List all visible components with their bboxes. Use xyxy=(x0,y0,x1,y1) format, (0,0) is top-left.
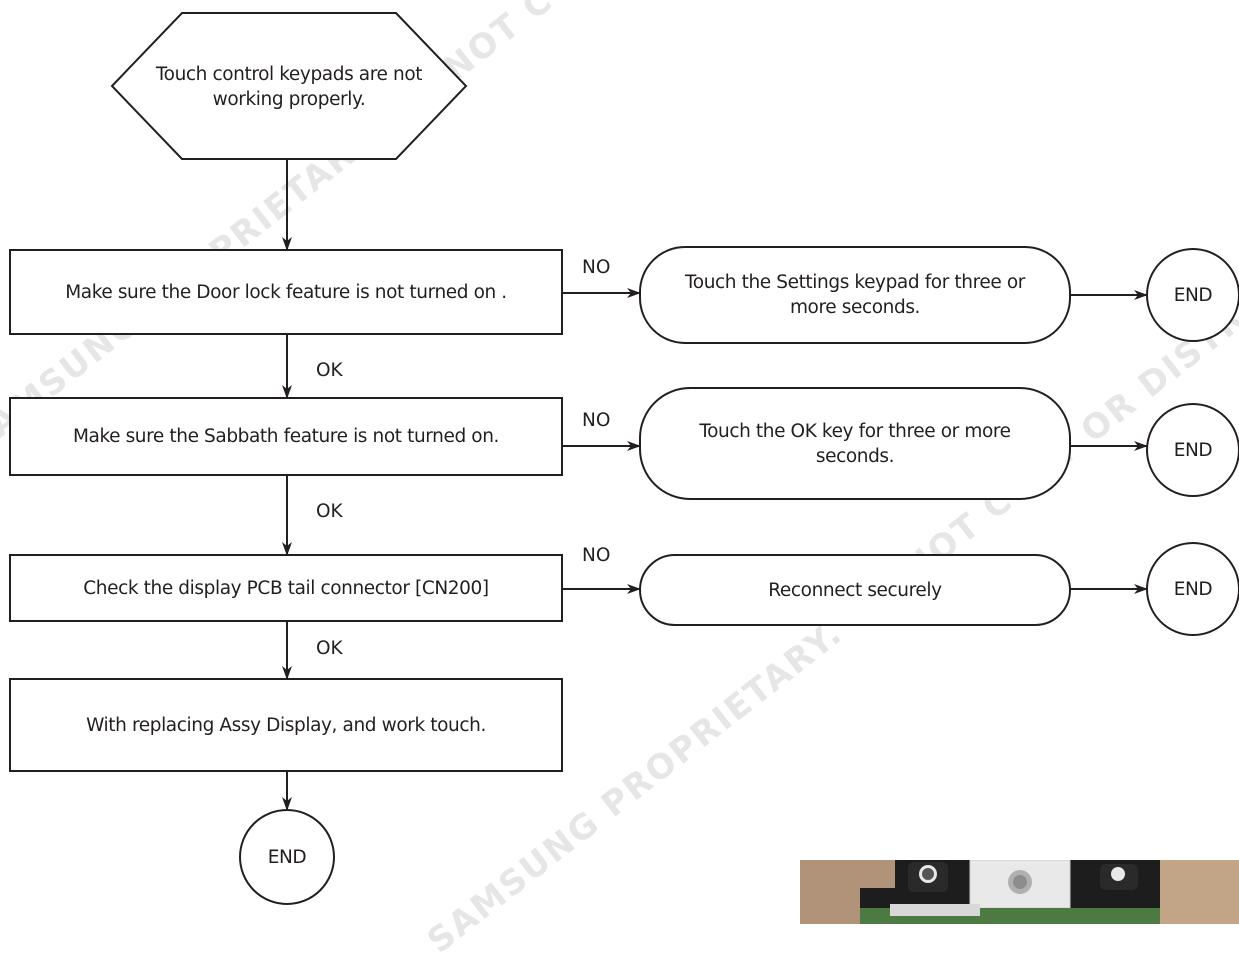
action-text-2: Touch the OK key for three or more secon… xyxy=(699,421,1011,467)
check-text-2: Make sure the Sabbath feature is not tur… xyxy=(72,426,500,447)
start-hexagon xyxy=(110,12,468,160)
final-end-text: END xyxy=(267,846,307,868)
check-text-1: Make sure the Door lock feature is not t… xyxy=(65,281,507,303)
check-box-3 xyxy=(9,554,563,622)
no-label-3: NO xyxy=(582,545,611,566)
check-box-1 xyxy=(9,249,563,335)
action-text-3: Reconnect securely xyxy=(768,579,942,601)
action-text-1: Touch the Settings keypad for three or m… xyxy=(685,272,1025,318)
no-label-1: NO xyxy=(582,257,611,278)
start-text: Touch control keypads are not working pr… xyxy=(155,64,423,110)
end-text-3: END xyxy=(1173,578,1213,600)
no-label-2: NO xyxy=(582,410,611,431)
ok-label-1: OK xyxy=(316,360,343,381)
end-text-1: END xyxy=(1173,284,1213,306)
check-text-3: Check the display PCB tail connector [CN… xyxy=(83,577,489,599)
display-assembly-photo xyxy=(800,860,1239,924)
final-box xyxy=(9,678,563,772)
final-step-text: With replacing Assy Display, and work to… xyxy=(86,714,486,736)
ok-label-2: OK xyxy=(316,501,343,522)
ok-label-3: OK xyxy=(316,638,343,659)
end-text-2: END xyxy=(1173,439,1213,461)
flowchart xyxy=(9,12,1239,905)
